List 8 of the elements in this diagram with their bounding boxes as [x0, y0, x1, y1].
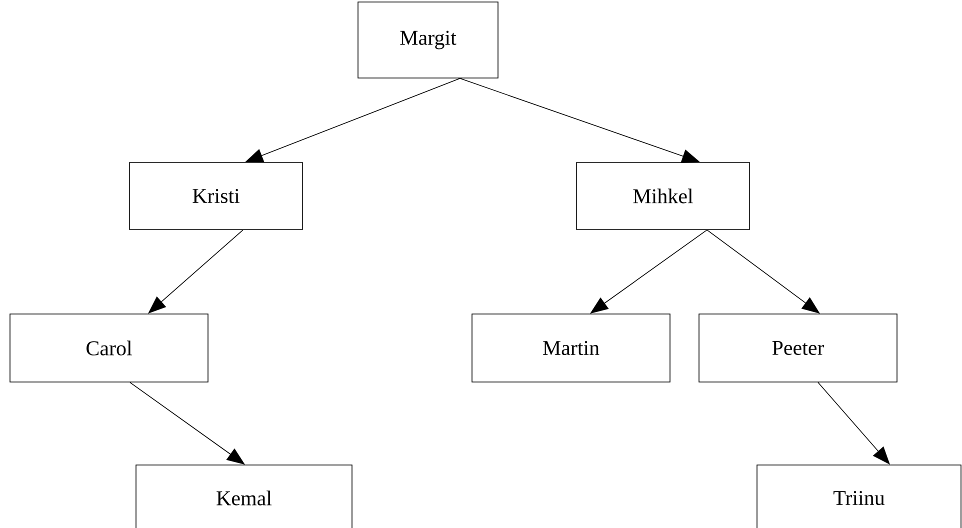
- name-box: Margit: [358, 2, 498, 78]
- name-box: Triinu: [756, 464, 962, 528]
- name-box: Kemal: [136, 464, 352, 528]
- name-box: Mihkel: [576, 162, 750, 230]
- name-box: Carol: [10, 314, 208, 382]
- name-box: Martin: [472, 314, 670, 382]
- name-box: Peeter: [698, 314, 898, 382]
- name-box: Kristi: [129, 162, 303, 230]
